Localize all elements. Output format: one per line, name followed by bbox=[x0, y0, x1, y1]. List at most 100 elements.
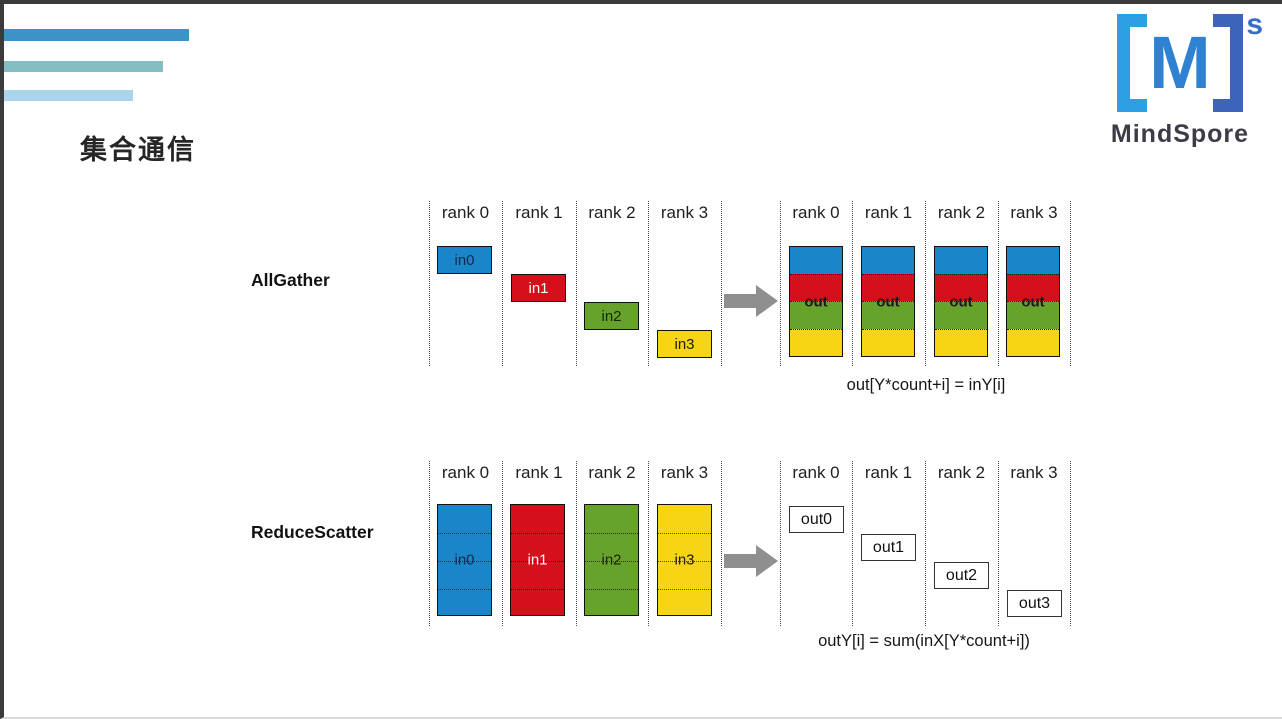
segment-blue bbox=[790, 247, 842, 274]
quarter-line bbox=[438, 533, 491, 534]
logo-superscript: s bbox=[1246, 8, 1263, 41]
divider-line bbox=[648, 201, 649, 366]
quarter-line bbox=[438, 561, 491, 562]
divider-line bbox=[780, 461, 781, 626]
input-box-in3: in3 bbox=[657, 330, 712, 358]
rank-header: rank 2 bbox=[588, 203, 636, 222]
reducescatter-formula: outY[i] = sum(inX[Y*count+i]) bbox=[818, 632, 1030, 650]
divider-line bbox=[576, 201, 577, 366]
output-stack-rank3: out bbox=[1006, 246, 1060, 357]
segment-green bbox=[935, 301, 987, 329]
divider-line bbox=[648, 461, 649, 626]
rank-header: rank 1 bbox=[864, 203, 913, 222]
deco-stripe-mid bbox=[4, 61, 163, 72]
input-column-in2: in2 bbox=[584, 504, 639, 616]
page-title: 集合通信 bbox=[80, 135, 196, 165]
segment-yellow bbox=[862, 328, 914, 356]
input-box-in1: in1 bbox=[511, 274, 566, 302]
input-label: in1 bbox=[527, 551, 548, 569]
segment-green bbox=[1007, 301, 1059, 329]
input-box-in0: in0 bbox=[437, 246, 492, 274]
segment-red bbox=[935, 273, 987, 301]
segment-red bbox=[862, 273, 914, 301]
output-label: out bbox=[1021, 293, 1045, 310]
logo-wordmark: MindSpore bbox=[1110, 120, 1250, 148]
logo-bracket-left-icon bbox=[1117, 14, 1148, 112]
rank-header: rank 1 bbox=[864, 463, 913, 482]
divider-line bbox=[1070, 201, 1071, 366]
divider-line bbox=[576, 461, 577, 626]
rank-header: rank 0 bbox=[441, 203, 490, 222]
output-label: out bbox=[804, 293, 828, 310]
segment-blue bbox=[862, 247, 914, 274]
quarter-line bbox=[585, 533, 638, 534]
logo-mark: M s bbox=[1105, 8, 1263, 114]
divider-line bbox=[429, 201, 430, 366]
input-label: in3 bbox=[674, 551, 695, 569]
right-arrow-icon bbox=[724, 545, 778, 577]
segment-yellow bbox=[1007, 328, 1059, 356]
divider-line bbox=[998, 461, 999, 626]
segment-blue bbox=[1007, 247, 1059, 274]
input-column-in1: in1 bbox=[510, 504, 565, 616]
rank-header: rank 0 bbox=[792, 463, 840, 482]
quarter-line bbox=[438, 589, 491, 590]
rank-header: rank 0 bbox=[792, 203, 840, 222]
rank-header: rank 2 bbox=[588, 463, 636, 482]
input-column-in0: in0 bbox=[437, 504, 492, 616]
output-box-out2: out2 bbox=[934, 562, 989, 589]
divider-line bbox=[429, 461, 430, 626]
quarter-line bbox=[658, 533, 711, 534]
divider-line bbox=[502, 461, 503, 626]
logo-bracket-right-icon bbox=[1212, 14, 1243, 112]
input-label: in2 bbox=[601, 551, 622, 569]
divider-line bbox=[1070, 461, 1071, 626]
segment-blue bbox=[935, 247, 987, 274]
segment-green bbox=[790, 301, 842, 329]
divider-line bbox=[852, 461, 853, 626]
mindspore-logo: M s MindSpore bbox=[1105, 8, 1263, 149]
segment-red bbox=[1007, 273, 1059, 301]
divider-line bbox=[780, 201, 781, 366]
rank-header: rank 3 bbox=[660, 463, 709, 482]
divider-line bbox=[925, 461, 926, 626]
segment-green bbox=[862, 301, 914, 329]
rank-header: rank 2 bbox=[937, 203, 986, 222]
reducescatter-label: ReduceScatter bbox=[251, 522, 374, 542]
allgather-label: AllGather bbox=[251, 270, 330, 290]
right-arrow-icon bbox=[724, 285, 778, 317]
divider-line bbox=[721, 461, 722, 626]
divider-line bbox=[852, 201, 853, 366]
divider-line bbox=[925, 201, 926, 366]
output-box-out1: out1 bbox=[861, 534, 916, 561]
output-stack-rank2: out bbox=[934, 246, 988, 357]
allgather-formula: out[Y*count+i] = inY[i] bbox=[846, 376, 1006, 394]
divider-line bbox=[502, 201, 503, 366]
input-label: in0 bbox=[454, 551, 475, 569]
output-label: out bbox=[876, 293, 900, 310]
rank-header: rank 1 bbox=[515, 203, 563, 222]
rank-header: rank 1 bbox=[515, 463, 563, 482]
output-box-out3: out3 bbox=[1007, 590, 1062, 617]
rank-header: rank 2 bbox=[937, 463, 986, 482]
output-label: out bbox=[949, 293, 973, 310]
output-box-out0: out0 bbox=[789, 506, 844, 533]
segment-yellow bbox=[790, 328, 842, 356]
output-stack-rank0: out bbox=[789, 246, 843, 357]
quarter-line bbox=[585, 561, 638, 562]
rank-header: rank 3 bbox=[660, 203, 709, 222]
divider-line bbox=[998, 201, 999, 366]
quarter-line bbox=[585, 589, 638, 590]
logo-letter: M bbox=[1149, 21, 1211, 104]
divider-line bbox=[721, 201, 722, 366]
quarter-line bbox=[511, 533, 564, 534]
input-box-in2: in2 bbox=[584, 302, 639, 330]
rank-header: rank 0 bbox=[441, 463, 490, 482]
segment-red bbox=[790, 273, 842, 301]
deco-stripe-dark bbox=[4, 29, 189, 41]
quarter-line bbox=[658, 589, 711, 590]
quarter-line bbox=[511, 561, 564, 562]
output-stack-rank1: out bbox=[861, 246, 915, 357]
input-column-in3: in3 bbox=[657, 504, 712, 616]
